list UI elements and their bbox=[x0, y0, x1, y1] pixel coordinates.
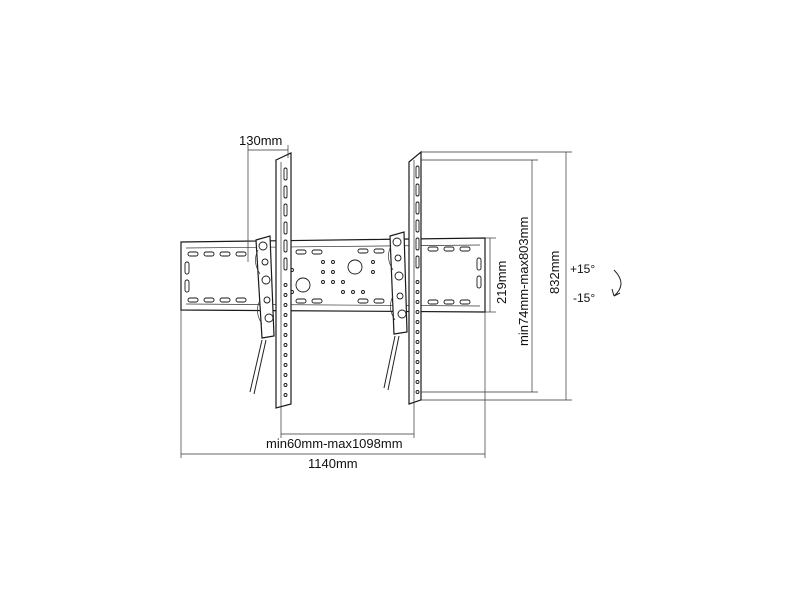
wall-plate-hole bbox=[295, 277, 311, 293]
wall-plate-slots-bottom bbox=[187, 297, 471, 305]
dimension-depth: 130mm bbox=[239, 133, 289, 262]
wall-plate-hole bbox=[347, 259, 363, 275]
right-arm-slots bbox=[415, 165, 420, 394]
depth-label: 130mm bbox=[239, 133, 282, 148]
tilt-up-label: +15° bbox=[570, 262, 595, 276]
overall-height-label: 832mm bbox=[547, 251, 562, 294]
dimension-overall-width: 1140mm bbox=[180, 310, 486, 471]
dimension-vesa-height: min74mm-max803mm bbox=[421, 159, 538, 393]
tilt-indicator: +15° -15° bbox=[570, 262, 622, 305]
dimension-vesa-width: min60mm-max1098mm bbox=[266, 400, 415, 451]
left-tilt-bracket bbox=[249, 235, 275, 395]
tilt-arrow-head-icon bbox=[611, 288, 621, 297]
wall-plate-slot-left bbox=[184, 261, 190, 275]
wall-plate-slot-right bbox=[476, 257, 482, 271]
vesa-height-label: min74mm-max803mm bbox=[516, 217, 531, 346]
right-tv-arm bbox=[383, 150, 422, 405]
dimension-plate-height: 219mm bbox=[485, 237, 509, 313]
wall-plate-slot-right bbox=[476, 275, 482, 289]
left-tv-arm bbox=[249, 152, 292, 409]
overall-width-label: 1140mm bbox=[308, 456, 358, 471]
wall-plate-dot-grid bbox=[290, 260, 375, 294]
left-arm-slots bbox=[283, 167, 288, 397]
wall-plate bbox=[180, 237, 486, 313]
tilt-arrow-icon bbox=[613, 269, 622, 297]
vesa-width-label: min60mm-max1098mm bbox=[266, 436, 403, 451]
wall-plate-slots-top bbox=[187, 246, 471, 257]
plate-height-label: 219mm bbox=[494, 261, 509, 304]
wall-plate-slot-left bbox=[184, 279, 190, 293]
tilt-down-label: -15° bbox=[573, 291, 595, 305]
right-tilt-bracket bbox=[383, 231, 408, 391]
dimension-overall-height: 832mm bbox=[421, 151, 572, 401]
